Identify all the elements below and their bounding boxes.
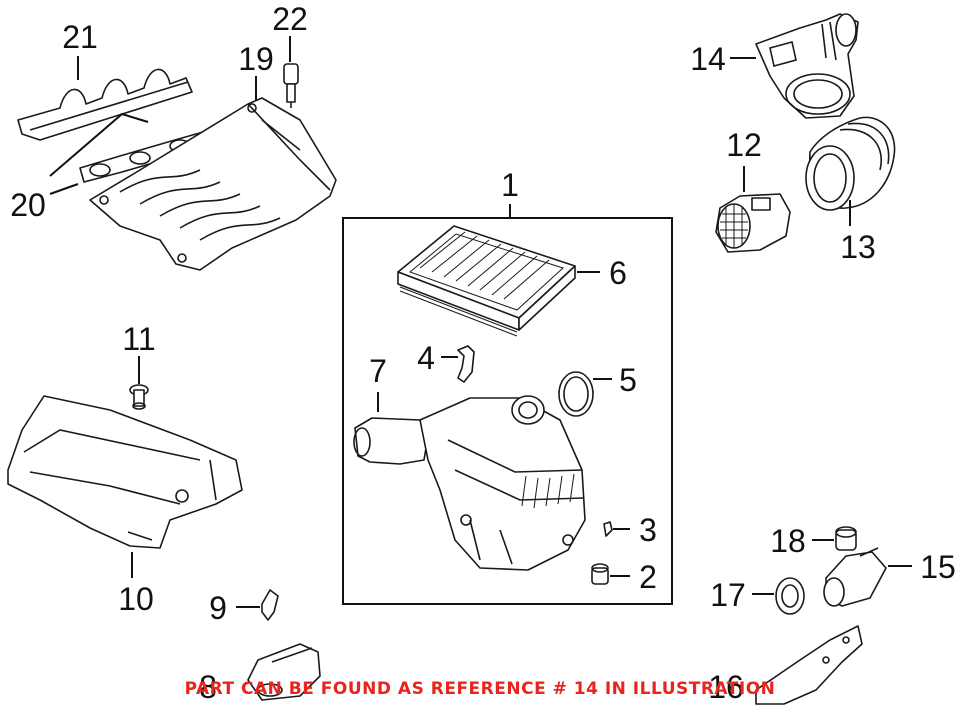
callout-9: 9: [209, 590, 227, 626]
callout-15: 15: [920, 549, 956, 585]
callout-12: 12: [726, 127, 762, 163]
callout-16: 16: [708, 669, 744, 705]
fastener-part-11: [129, 384, 149, 410]
reference-notice: PART CAN BE FOUND AS REFERENCE # 14 IN I…: [184, 679, 776, 699]
callout-5: 5: [619, 362, 637, 398]
bracket-part-9: [261, 589, 279, 621]
clip-part-4: [457, 345, 475, 383]
air-filter-element: [397, 225, 576, 337]
intake-boot-part-14: [755, 13, 859, 119]
bracket-part-16: [755, 625, 863, 705]
engine-cover-part-10: [7, 395, 243, 549]
callout-8: 8: [199, 669, 217, 705]
callout-17: 17: [710, 577, 746, 613]
callout-20: 20: [10, 187, 46, 223]
callout-19: 19: [238, 41, 274, 77]
sensor-part-22: [283, 63, 299, 108]
air-box-group-frame: [342, 217, 673, 605]
callout-1: 1: [501, 167, 519, 203]
callout-7: 7: [369, 353, 387, 389]
callout-4: 4: [417, 340, 435, 376]
callout-2: 2: [639, 559, 657, 595]
seal-part-17: [775, 577, 805, 615]
o-ring-part-5: [558, 371, 594, 417]
callout-13: 13: [840, 229, 876, 265]
callout-6: 6: [609, 255, 627, 291]
valve-part-15: [823, 547, 887, 607]
gasket-strip-part-21: [17, 68, 193, 141]
cap-part-18: [835, 526, 857, 551]
hose-part-13: [805, 116, 896, 211]
clip-part-3: [603, 521, 613, 537]
callout-14: 14: [690, 41, 726, 77]
callout-11: 11: [122, 321, 155, 357]
mass-air-flow-sensor: [715, 193, 791, 253]
callout-3: 3: [639, 512, 657, 548]
callout-18: 18: [770, 523, 806, 559]
leader-20a: [49, 183, 79, 195]
intake-manifold: [89, 97, 337, 271]
grommet-part-2: [591, 563, 609, 585]
callout-22: 22: [272, 1, 308, 37]
callout-21: 21: [62, 19, 98, 55]
callout-10: 10: [118, 581, 154, 617]
air-box-housing: [353, 395, 586, 571]
leader-20b: [49, 112, 149, 177]
duct-part-8: [247, 643, 321, 701]
